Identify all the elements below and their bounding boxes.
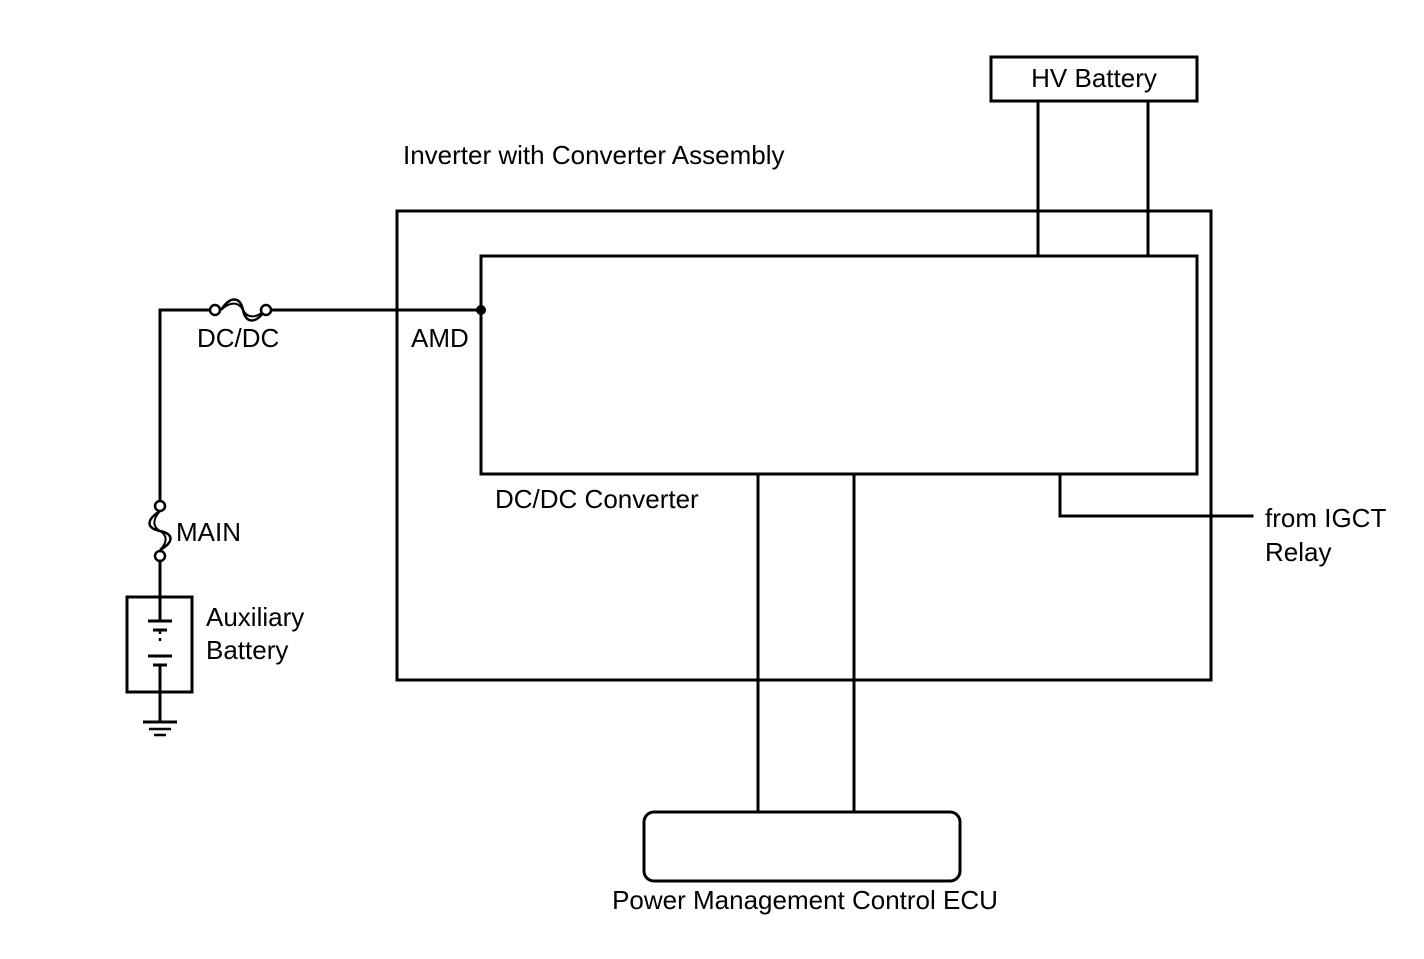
dcdc-converter-box bbox=[479, 254, 1199, 476]
igct-relay-wire bbox=[1058, 472, 1254, 518]
aux-battery-label-line2: Battery bbox=[206, 635, 288, 665]
igct-relay-label-line1: from IGCT bbox=[1265, 503, 1386, 533]
main-fuse bbox=[148, 499, 172, 563]
terminal-icon bbox=[208, 303, 222, 317]
ground-icon bbox=[143, 690, 177, 737]
inverter-assembly-label: Inverter with Converter Assembly bbox=[403, 140, 784, 170]
inverter-assembly-box bbox=[395, 209, 1213, 682]
dcdc-converter-label: DC/DC Converter bbox=[495, 484, 699, 514]
terminal-icon bbox=[259, 303, 273, 317]
fuse-icon-outline bbox=[153, 510, 167, 551]
main-fuse-label: MAIN bbox=[176, 517, 241, 547]
hv-battery-box bbox=[989, 55, 1199, 103]
terminal-icon bbox=[153, 499, 167, 513]
auxiliary-battery bbox=[125, 595, 194, 694]
ecu-label: Power Management Control ECU bbox=[612, 885, 998, 915]
ecu-box bbox=[642, 810, 962, 883]
dcdc-fuse bbox=[208, 298, 273, 322]
fuse-icon-outline bbox=[220, 302, 266, 318]
hv-battery-label: HV Battery bbox=[1031, 63, 1157, 93]
hv-battery: HV Battery bbox=[989, 55, 1199, 103]
igct-relay-label-line2: Relay bbox=[1265, 537, 1331, 567]
dcdc-fuse-label: DC/DC bbox=[197, 323, 279, 353]
aux-battery-label-line1: Auxiliary bbox=[206, 602, 304, 632]
amd-terminal-label: AMD bbox=[411, 323, 469, 353]
